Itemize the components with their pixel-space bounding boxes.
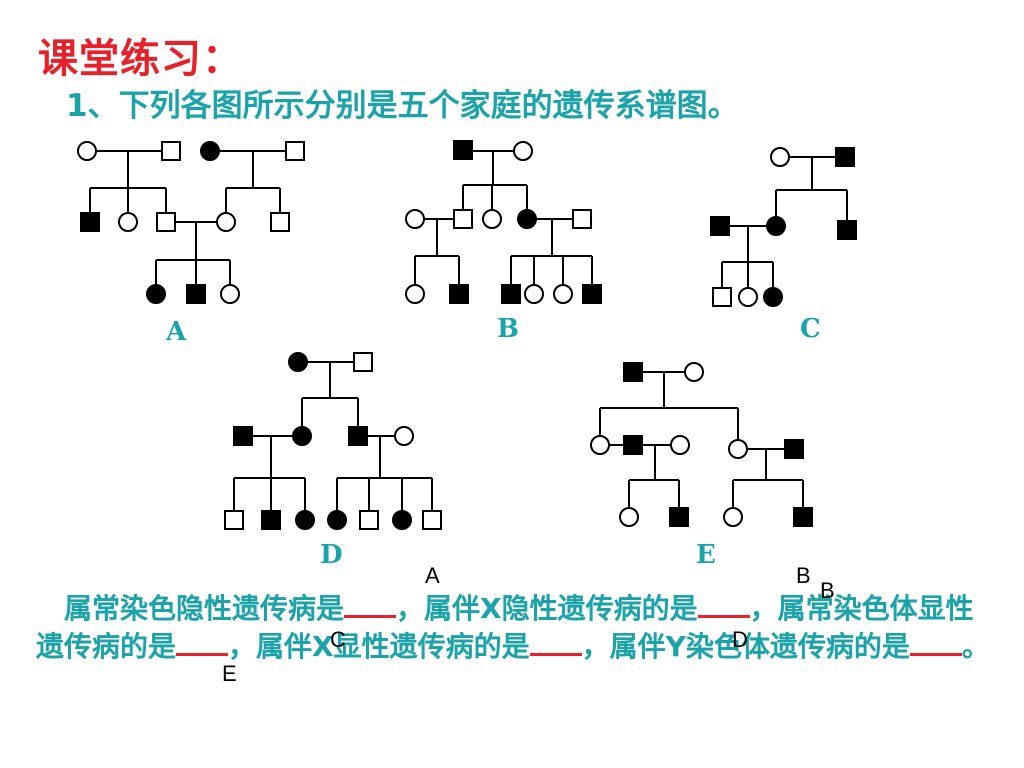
male-affected xyxy=(233,426,253,446)
female-affected xyxy=(766,216,786,236)
male-unaffected xyxy=(359,510,379,530)
male-unaffected xyxy=(712,287,732,307)
female-unaffected xyxy=(405,209,425,229)
female-affected xyxy=(327,510,347,530)
male-affected xyxy=(793,507,813,527)
blank-5[interactable] xyxy=(909,629,962,656)
fill-answer-2: B xyxy=(796,563,811,588)
answer-segment: 。 xyxy=(961,630,990,663)
blank-1[interactable] xyxy=(344,591,397,618)
male-affected xyxy=(837,220,857,240)
female-unaffected xyxy=(405,284,425,304)
blank-4[interactable] xyxy=(529,629,582,656)
fill-answer-4: C xyxy=(330,627,346,652)
label-e: E xyxy=(696,540,716,570)
male-unaffected xyxy=(453,209,473,229)
page-title: 课堂练习： xyxy=(38,36,243,82)
female-unaffected xyxy=(220,284,240,304)
female-unaffected xyxy=(738,287,758,307)
answer-paragraph: 属常染色隐性遗传病是 ，属伴X隐性遗传病的是，属常染色体显性遗传病的是，属伴X显性… xyxy=(36,590,996,666)
pedigree-e xyxy=(590,362,813,527)
male-affected xyxy=(582,284,602,304)
female-affected xyxy=(295,510,315,530)
pedigree-d xyxy=(224,352,442,530)
female-unaffected xyxy=(723,507,743,527)
pedigree-a xyxy=(77,141,305,304)
fill-answer-6: E xyxy=(222,661,237,686)
female-unaffected xyxy=(524,284,544,304)
female-affected xyxy=(763,287,783,307)
label-c: C xyxy=(800,314,821,344)
male-unaffected xyxy=(224,510,244,530)
answer-segment: ，属伴X隐性遗传病的是 xyxy=(396,592,698,625)
female-unaffected xyxy=(77,141,97,161)
female-affected xyxy=(288,352,308,372)
male-affected xyxy=(623,435,643,455)
male-unaffected xyxy=(161,141,181,161)
male-affected xyxy=(669,507,689,527)
male-unaffected xyxy=(572,209,592,229)
male-unaffected xyxy=(422,510,442,530)
answer-segment: ，属伴Y染色体遗传病的是 xyxy=(581,630,910,663)
label-d: D xyxy=(320,540,343,570)
male-affected xyxy=(186,284,206,304)
male-affected xyxy=(348,426,368,446)
female-unaffected xyxy=(770,147,790,167)
male-affected xyxy=(710,216,730,236)
female-unaffected xyxy=(216,212,236,232)
male-affected xyxy=(261,510,281,530)
female-unaffected xyxy=(670,435,690,455)
pedigree-b xyxy=(405,140,602,304)
male-affected xyxy=(623,362,643,382)
answer-segment: ，属常染色体显性遗传病的是 xyxy=(36,592,974,663)
answer-segment: 属常染色隐性遗传病是 xyxy=(36,592,345,625)
male-affected xyxy=(784,439,804,459)
blank-2[interactable] xyxy=(697,591,750,618)
blank-3[interactable] xyxy=(176,629,229,656)
question-text: 1、下列各图所示分别是五个家庭的遗传系谱图。 xyxy=(66,88,739,124)
male-unaffected xyxy=(270,212,290,232)
male-affected xyxy=(453,140,473,160)
male-unaffected xyxy=(353,352,373,372)
female-unaffected xyxy=(553,284,573,304)
female-unaffected xyxy=(728,439,748,459)
label-a: A xyxy=(166,317,187,347)
label-b: B xyxy=(497,314,519,344)
fill-answer-1: A xyxy=(425,563,440,588)
female-affected xyxy=(146,284,166,304)
male-unaffected xyxy=(285,141,305,161)
female-affected xyxy=(392,510,412,530)
female-affected xyxy=(517,209,537,229)
male-affected xyxy=(835,147,855,167)
female-unaffected xyxy=(619,507,639,527)
female-unaffected xyxy=(513,141,533,161)
female-unaffected xyxy=(684,362,704,382)
female-unaffected xyxy=(482,209,502,229)
male-affected xyxy=(501,284,521,304)
fill-answer-3: B xyxy=(820,578,835,603)
male-affected xyxy=(80,212,100,232)
pedigree-c xyxy=(710,147,857,307)
male-unaffected xyxy=(156,212,176,232)
female-unaffected xyxy=(118,212,138,232)
male-affected xyxy=(449,284,469,304)
answer-segment: ，属伴X显性遗传病的是 xyxy=(228,630,530,663)
female-affected xyxy=(292,426,312,446)
female-unaffected xyxy=(590,435,610,455)
fill-answer-5: D xyxy=(732,627,748,652)
female-affected xyxy=(200,141,220,161)
female-unaffected xyxy=(394,426,414,446)
